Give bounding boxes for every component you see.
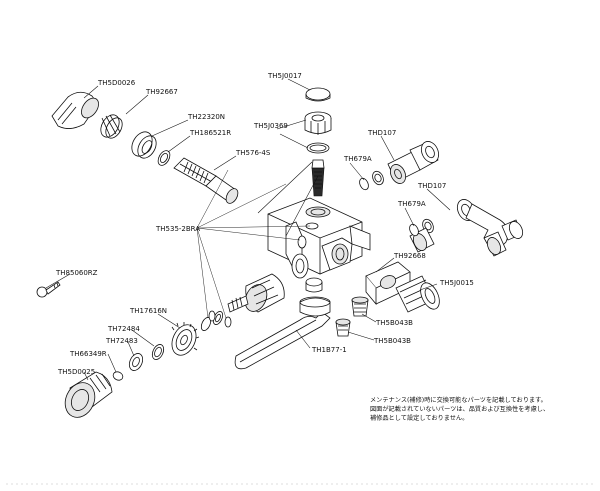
- part-thd107-a: [372, 141, 440, 186]
- part-th72484: [151, 344, 165, 360]
- label-th5b043b-b: TH5B043B: [373, 337, 411, 345]
- part-th66349r: [112, 371, 124, 381]
- part-valve-body: [267, 197, 371, 293]
- label-th85060rz: TH85060RZ: [55, 269, 98, 277]
- part-th5d0025: [64, 371, 113, 418]
- label-th679a-a: TH679A: [343, 155, 372, 163]
- label-th5j0369: TH5J0369: [253, 122, 288, 130]
- part-th679a-rings: [359, 177, 419, 237]
- part-th5j0017: [305, 87, 331, 102]
- note-line-1: メンテナンス(補修)時に交換可能なパーツを記載しております。: [370, 396, 547, 404]
- label-th5j0017: TH5J0017: [267, 72, 302, 80]
- part-th5d0026: [51, 91, 99, 129]
- leader-lines: [45, 78, 451, 381]
- part-th5b043b-b: [335, 318, 351, 337]
- part-th92668: [365, 261, 411, 306]
- label-th535-2bra: TH535-2BRA: [155, 225, 200, 233]
- note-line-3: 補修品として設定しておりません。: [370, 414, 468, 422]
- label-th186521r: TH186521R: [189, 129, 231, 137]
- label-th5d0026: TH5D0026: [97, 79, 136, 87]
- part-th85060rz: [36, 281, 61, 298]
- label-th679a-b: TH679A: [397, 200, 426, 208]
- part-th72483: [128, 353, 144, 371]
- label-th5j0015: TH5J0015: [439, 279, 474, 287]
- part-th5j0015: [395, 275, 440, 313]
- part-thd107-b: [409, 199, 524, 257]
- part-th5b043b-a: [351, 296, 369, 317]
- maintenance-note: メンテナンス(補修)時に交換可能なパーツを記載しております。 図面が記載されてい…: [370, 396, 549, 422]
- label-th5b043b-a: TH5B043B: [375, 319, 413, 327]
- label-th1b77-1: TH1B77-1: [311, 346, 347, 354]
- part-th92667: [100, 114, 123, 139]
- part-th17616n: [171, 322, 200, 356]
- label-th92668: TH92668: [393, 252, 426, 260]
- part-labels: TH5D0026 TH92667 TH22320N TH186521R TH57…: [55, 72, 474, 376]
- part-th186521r: [157, 150, 171, 166]
- label-th22320n: TH22320N: [187, 113, 225, 121]
- label-th72484: TH72484: [107, 325, 140, 333]
- part-th535-2bra: [208, 222, 319, 328]
- note-line-2: 図面が記載されていないパーツは、品質および互換性を考慮し、: [370, 405, 549, 413]
- part-oring-top: [306, 142, 330, 154]
- part-th22320n: [131, 131, 157, 159]
- label-th66349r: TH66349R: [69, 350, 107, 358]
- label-th72483: TH72483: [105, 337, 138, 345]
- label-th576-4s: TH576-4S: [235, 149, 271, 157]
- part-spindle: [311, 159, 325, 197]
- label-thd107-a: THD107: [367, 129, 396, 137]
- part-th576-4s: [173, 157, 239, 204]
- label-th5d0025: TH5D0025: [57, 368, 95, 376]
- label-th92667: TH92667: [145, 88, 178, 96]
- part-th5j0369: [304, 111, 332, 135]
- part-left-cartridge: [227, 273, 285, 313]
- label-th17616n: TH17616N: [129, 307, 167, 315]
- part-th1b77-1: [234, 296, 331, 370]
- label-thd107-b: THD107: [417, 182, 446, 190]
